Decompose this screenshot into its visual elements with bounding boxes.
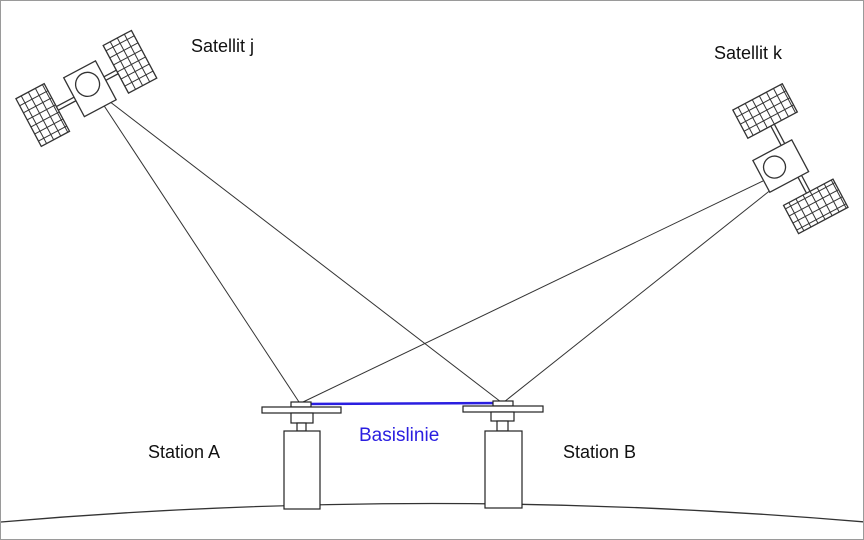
- satellite-j-icon: [15, 29, 158, 148]
- signal-lines: [96, 94, 778, 403]
- baseline-line: [300, 401, 504, 406]
- station-b-icon: [462, 400, 544, 509]
- station-a-icon: [261, 401, 342, 510]
- earth-surface: [1, 502, 863, 523]
- signal-j-a: [96, 94, 300, 403]
- station-a-label: Station A: [148, 442, 221, 462]
- signal-j-b: [104, 97, 502, 403]
- satellite-k-icon: [731, 82, 849, 235]
- station-b-label: Station B: [563, 442, 637, 462]
- satellite-j-label: Satellit j: [191, 36, 255, 56]
- signal-k-a: [302, 180, 764, 403]
- signal-k-b: [503, 184, 778, 403]
- satellite-k-label: Satellit k: [714, 43, 783, 63]
- baseline-label: Basislinie: [359, 425, 440, 446]
